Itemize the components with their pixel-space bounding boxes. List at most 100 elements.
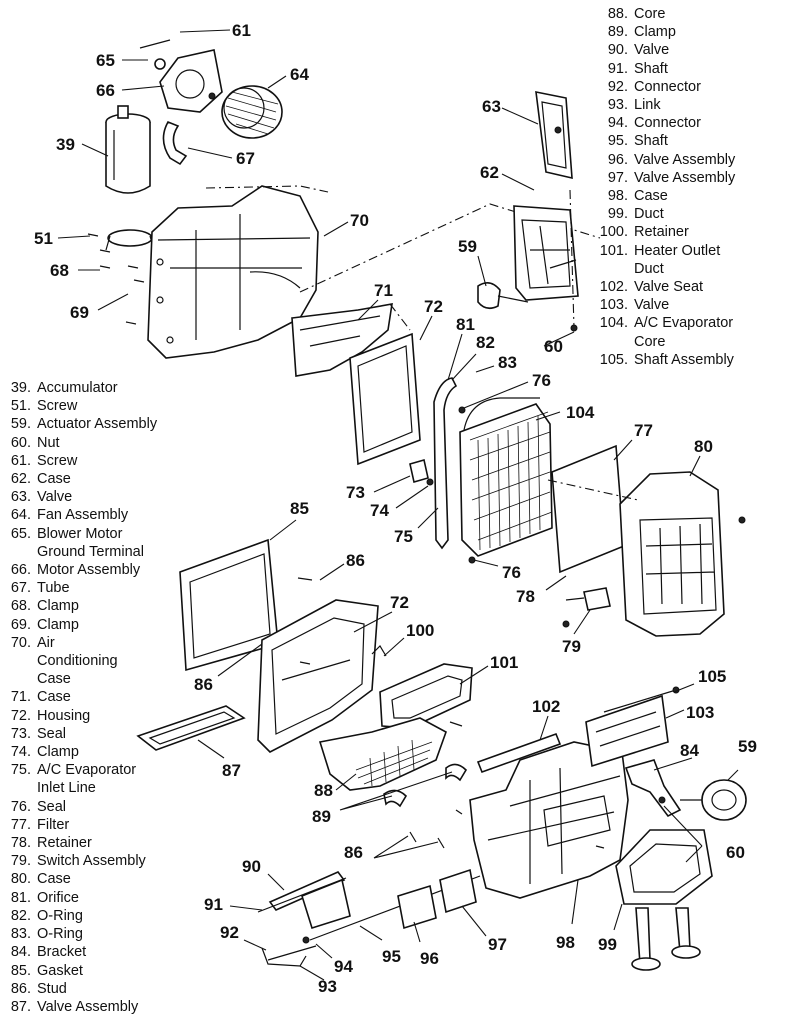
legend-entry: Conditioning bbox=[4, 652, 157, 670]
callout-59a: 59 bbox=[458, 237, 477, 256]
legend-entry: 59.Actuator Assembly bbox=[4, 415, 157, 433]
legend-number: 68. bbox=[10, 598, 31, 615]
legend-entry: 99.Duct bbox=[590, 205, 735, 223]
legend-number: 83. bbox=[10, 926, 31, 943]
legend-entry: 72.Housing bbox=[4, 707, 157, 725]
legend-text: Duct bbox=[634, 206, 664, 223]
legend-text: Screw bbox=[37, 452, 78, 469]
legend-entry: 79. Switch Assembly bbox=[4, 852, 157, 870]
callout-85: 85 bbox=[290, 499, 309, 518]
legend-text: Ground Terminal bbox=[37, 543, 144, 560]
legend-entry: 67.Tube bbox=[4, 579, 157, 597]
legend-text: Core bbox=[634, 333, 666, 350]
valve-63 bbox=[535, 90, 573, 180]
callout-86a: 86 bbox=[346, 551, 365, 570]
legend-entry: 62.Case bbox=[4, 470, 157, 488]
legend-entry: 97.Valve Assembly bbox=[590, 169, 735, 187]
legend-text: Case bbox=[634, 188, 668, 205]
callout-66: 66 bbox=[96, 81, 115, 100]
legend-number: 88. bbox=[607, 6, 628, 22]
legend-entry: 51.Screw bbox=[4, 397, 157, 415]
callout-39: 39 bbox=[56, 135, 75, 154]
legend-entry: 39.Accumulator bbox=[4, 379, 157, 397]
legend-entry: 65.Blower Motor bbox=[4, 525, 157, 543]
callout-93: 93 bbox=[318, 977, 337, 996]
legend-entry: 82.O-Ring bbox=[4, 907, 157, 925]
legend-number: 91. bbox=[607, 60, 628, 77]
legend-entry: 86.Stud bbox=[4, 980, 157, 998]
legend-text: Seal bbox=[37, 798, 67, 815]
callout-77: 77 bbox=[634, 421, 653, 440]
connector-link bbox=[261, 936, 317, 967]
actuator-assembly-59 bbox=[477, 282, 529, 310]
legend-entry: 101.Heater Outlet bbox=[590, 242, 735, 260]
legend-text: Case bbox=[37, 471, 71, 488]
valve-seat-102 bbox=[476, 732, 562, 774]
legend-entry: 83.O-Ring bbox=[4, 925, 157, 943]
legend-number: 60. bbox=[10, 434, 31, 451]
callout-76b: 76 bbox=[502, 563, 521, 582]
case-80 bbox=[619, 471, 725, 637]
legend-number: 80. bbox=[10, 871, 31, 888]
callout-102: 102 bbox=[532, 697, 560, 716]
legend-text: Orifice bbox=[37, 889, 79, 906]
callout-92: 92 bbox=[220, 923, 239, 942]
legend-text: Actuator Assembly bbox=[37, 416, 158, 433]
legend-entry: Ground Terminal bbox=[4, 543, 157, 561]
callout-labels: 61 65 64 66 39 67 63 62 70 51 59 68 69 7… bbox=[34, 21, 757, 996]
legend-number: 104. bbox=[599, 315, 628, 332]
legend-entry: 104. A/C Evaporator bbox=[590, 314, 735, 332]
legend-number: 64. bbox=[10, 507, 31, 524]
callout-74: 74 bbox=[370, 501, 389, 520]
callout-89: 89 bbox=[312, 807, 331, 826]
legend-entry: 68.Clamp bbox=[4, 597, 157, 615]
seal-73 bbox=[409, 458, 429, 484]
blower-motor-plate bbox=[159, 49, 223, 113]
legend-text: Valve bbox=[634, 297, 670, 314]
legend-text: Retainer bbox=[634, 224, 689, 241]
callout-69: 69 bbox=[70, 303, 89, 322]
legend-text: Heater Outlet bbox=[634, 242, 721, 259]
legend-text: Valve Assembly bbox=[634, 151, 736, 168]
callout-98: 98 bbox=[556, 933, 575, 952]
legend-text: Shaft bbox=[634, 60, 668, 77]
callout-105: 105 bbox=[698, 667, 726, 686]
legend-entry: 81.Orifice bbox=[4, 889, 157, 907]
legend-entry: 87.Valve Assembly bbox=[4, 998, 157, 1016]
legend-entry: 88. Core bbox=[590, 5, 735, 23]
legend-number: 85. bbox=[10, 962, 31, 979]
legend-text: A/C Evaporator bbox=[634, 315, 734, 332]
legend-text: Switch Assembly bbox=[37, 853, 146, 870]
legend-text: Core bbox=[634, 6, 666, 22]
legend-text: Case bbox=[37, 671, 71, 688]
legend-text: Shaft bbox=[634, 133, 668, 150]
legend-number: 79. bbox=[10, 853, 31, 870]
legend-number: 103. bbox=[599, 297, 628, 314]
duct-99 bbox=[615, 829, 713, 971]
callout-86b: 86 bbox=[194, 675, 213, 694]
callout-60b: 60 bbox=[726, 843, 745, 862]
legend-entry: 66.Motor Assembly bbox=[4, 561, 157, 579]
legend-entry: Duct bbox=[590, 260, 735, 278]
legend-number: 71. bbox=[10, 689, 31, 706]
callout-75: 75 bbox=[394, 527, 413, 546]
filter bbox=[551, 444, 625, 574]
callout-82: 82 bbox=[476, 333, 495, 352]
callout-70: 70 bbox=[350, 211, 369, 230]
legend-number: 102. bbox=[599, 279, 628, 296]
legend-number: 84. bbox=[10, 944, 31, 961]
legend-number: 67. bbox=[10, 580, 31, 597]
callout-64: 64 bbox=[290, 65, 309, 84]
legend-entry: 64.Fan Assembly bbox=[4, 506, 157, 524]
legend-number: 77. bbox=[10, 816, 31, 833]
legend-text: Valve bbox=[634, 42, 670, 59]
legend-entry: 69.Clamp bbox=[4, 616, 157, 634]
legend-number: 65. bbox=[10, 525, 31, 542]
clamp-89 bbox=[383, 763, 468, 808]
legend-number bbox=[4, 543, 37, 561]
legend-entry: 80.Case bbox=[4, 870, 157, 888]
legend-number: 97. bbox=[607, 169, 628, 186]
legend-entry: 77.Filter bbox=[4, 816, 157, 834]
